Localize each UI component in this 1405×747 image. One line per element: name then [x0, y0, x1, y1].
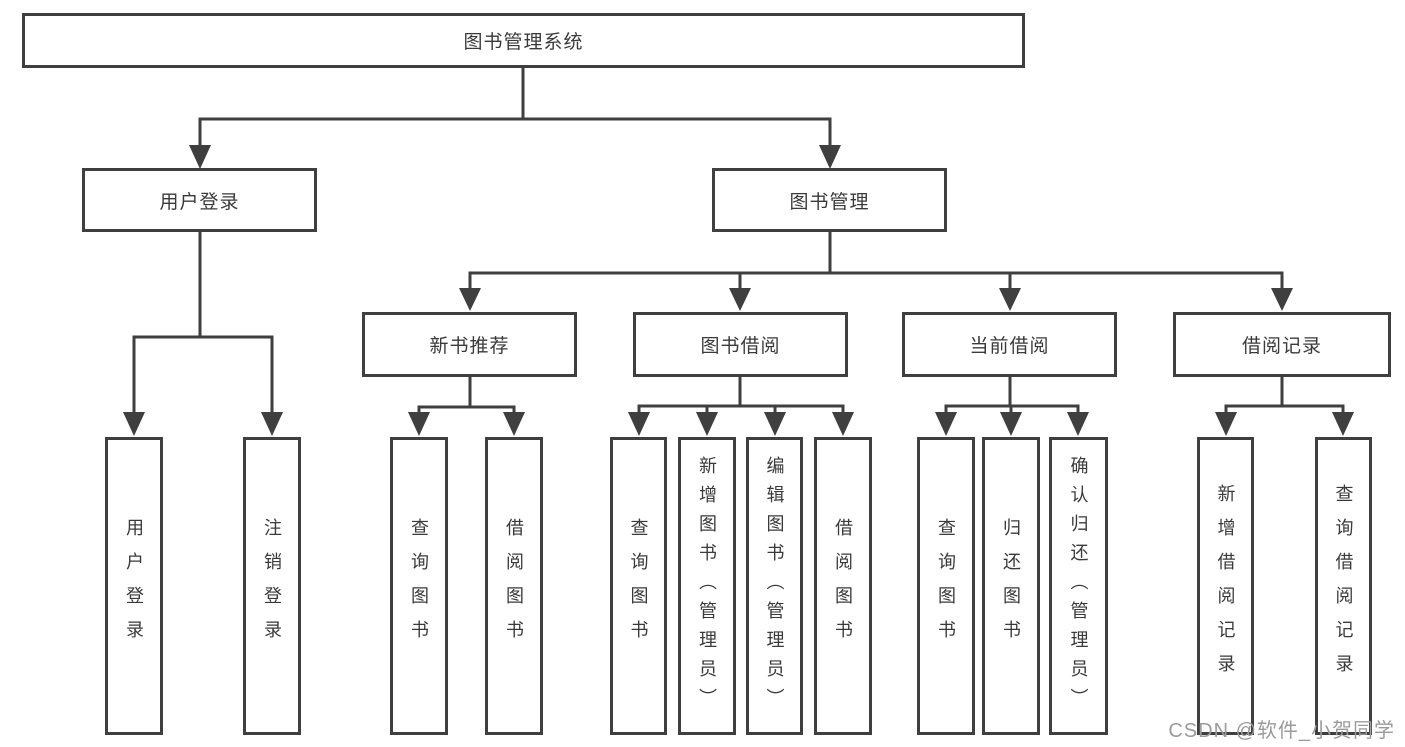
leaf-query-books-recommend: 查询图书 — [390, 437, 448, 735]
node-book-management: 图书管理 — [712, 168, 947, 232]
leaf-return-books: 归还图书 — [982, 437, 1040, 735]
leaf-edit-books-admin: 编辑图书（管理员） — [746, 437, 803, 735]
leaf-confirm-return-admin: 确认归还（管理员） — [1049, 437, 1108, 735]
node-current-borrow: 当前借阅 — [902, 312, 1117, 377]
csdn-watermark: CSDN @软件_小贺同学 — [1168, 720, 1395, 742]
node-user-login: 用户登录 — [82, 168, 317, 232]
leaf-user-login: 用户登录 — [105, 437, 163, 735]
node-book-borrow: 图书借阅 — [633, 312, 848, 377]
leaf-label: 用户登录 — [124, 518, 144, 654]
leaf-label: 编辑图书（管理员） — [764, 455, 785, 717]
leaf-label: 归还图书 — [1001, 518, 1021, 654]
leaf-label: 确认归还（管理员） — [1068, 455, 1089, 717]
node-root: 图书管理系统 — [22, 13, 1025, 68]
leaf-query-books-borrow: 查询图书 — [610, 437, 667, 735]
leaf-label: 借阅图书 — [833, 518, 853, 654]
leaf-borrow-books-recommend: 借阅图书 — [485, 437, 543, 735]
leaf-label: 查询借阅记录 — [1333, 484, 1354, 688]
leaf-borrow-books: 借阅图书 — [814, 437, 872, 735]
leaf-label: 查询图书 — [936, 518, 956, 654]
leaf-add-books-admin: 新增图书（管理员） — [678, 437, 736, 735]
leaf-label: 新增借阅记录 — [1215, 484, 1236, 688]
leaf-label: 借阅图书 — [504, 518, 524, 654]
leaf-label: 注销登录 — [262, 518, 282, 654]
node-new-book-recommend: 新书推荐 — [362, 312, 577, 377]
leaf-label: 查询图书 — [409, 518, 429, 654]
leaf-label: 查询图书 — [628, 518, 649, 654]
leaf-add-borrow-record: 新增借阅记录 — [1197, 437, 1254, 735]
leaf-label: 新增图书（管理员） — [697, 455, 717, 717]
leaf-query-books-current: 查询图书 — [917, 437, 975, 735]
leaf-logout: 注销登录 — [243, 437, 301, 735]
node-borrow-records: 借阅记录 — [1173, 312, 1391, 377]
leaf-query-borrow-record: 查询借阅记录 — [1315, 437, 1372, 735]
